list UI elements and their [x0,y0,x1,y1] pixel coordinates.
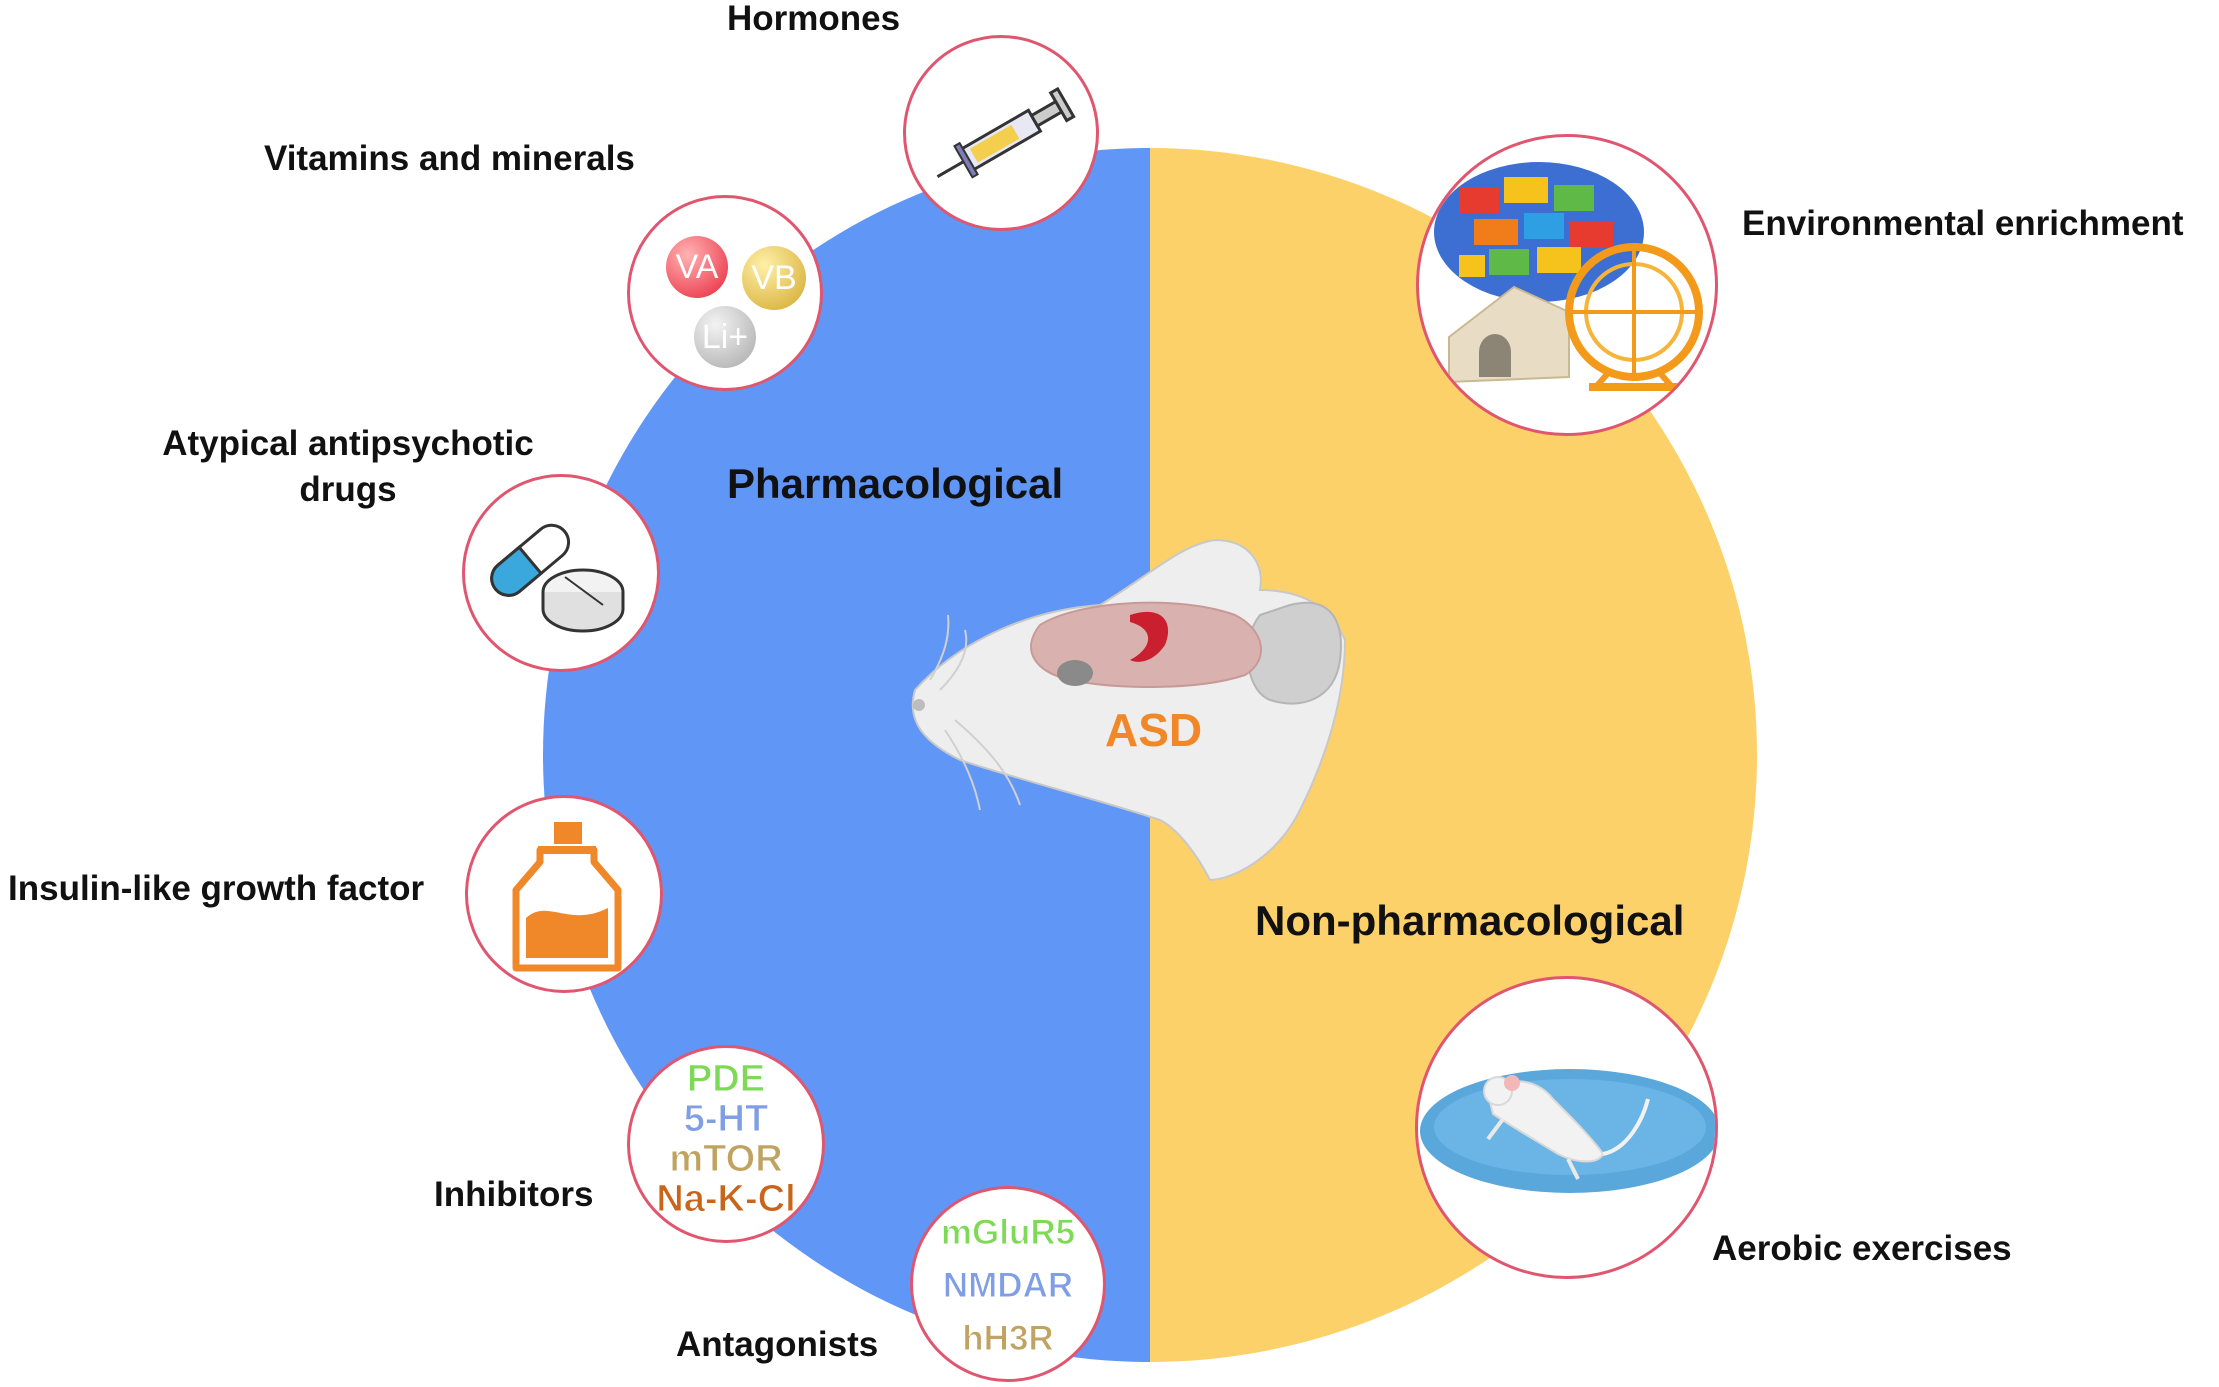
swimming-mouse-icon [1420,1069,1715,1193]
lithium-text: Li+ [701,317,749,356]
antagonist-item-0: mGluR5 [940,1213,1076,1252]
antagonists-label: Antagonists [676,1325,879,1364]
environmental-circle [1416,134,1718,436]
pharmacological-label: Pharmacological [727,460,1064,507]
antipsychotic-label: Atypical antipsychotic drugs [148,421,548,513]
mouse-brain-icon [911,538,1347,882]
antipsychotic-label-line2: drugs [299,470,397,509]
hormones-label: Hormones [727,0,901,38]
insulin-label: Insulin-like growth factor [8,869,425,908]
vitamin-a-chip: VA [666,236,728,298]
vitamin-b-text: VB [751,258,797,297]
inhibitor-item-2: mTOR [669,1138,783,1180]
inhibitors-label: Inhibitors [434,1175,594,1214]
antagonist-item-2: hH3R [962,1319,1054,1358]
non-pharmacological-label: Non-pharmacological [1255,897,1685,944]
antagonist-item-1: NMDAR [942,1266,1074,1305]
inhibitor-item-0: PDE [686,1058,766,1100]
antipsychotic-circle [462,474,660,672]
vitamins-circle: VA VB Li+ [627,195,823,391]
hormones-circle [903,35,1099,231]
asd-label: ASD [1105,704,1203,756]
capsule-tablet-icon [490,523,625,633]
inhibitor-item-1: 5-HT [683,1098,769,1140]
aerobic-label: Aerobic exercises [1712,1229,2012,1268]
medicine-bottle-icon [512,822,622,972]
syringe-icon [936,86,1076,179]
insulin-circle [465,795,663,993]
antipsychotic-label-line1: Atypical antipsychotic [162,424,534,463]
aerobic-circle [1415,976,1718,1279]
toy-blocks-wheel-icon [1434,162,1703,391]
environmental-label: Environmental enrichment [1742,204,2184,243]
lithium-chip: Li+ [694,306,756,368]
vitamins-label: Vitamins and minerals [264,139,635,178]
inhibitor-item-3: Na-K-Cl [656,1178,796,1220]
vitamin-b-chip: VB [742,246,806,310]
vitamin-a-text: VA [675,247,719,286]
